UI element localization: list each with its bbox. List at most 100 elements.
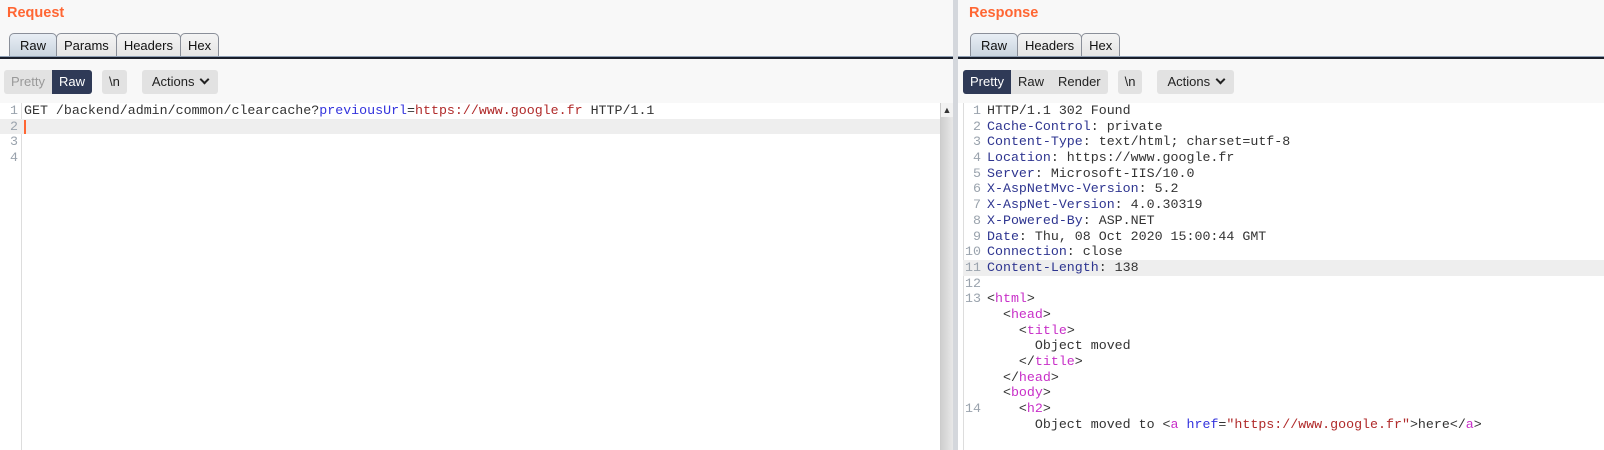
line-number: 1: [973, 103, 981, 118]
token-key: Connection: [987, 244, 1067, 260]
actions-button[interactable]: Actions: [141, 70, 219, 94]
line-gutter: [0, 103, 22, 450]
line-content: Object moved: [987, 338, 1131, 354]
line-content: HTTP/1.1 302 Found: [987, 103, 1131, 119]
line-content: <head>: [987, 307, 1051, 323]
line-content: Location: https://www.google.fr: [987, 150, 1234, 166]
response-title: Response: [969, 5, 1039, 21]
tab-headers[interactable]: Headers: [1017, 33, 1083, 57]
token-plain: =: [1218, 416, 1227, 432]
token-tag: head: [1018, 369, 1051, 385]
line-content: Connection: close: [987, 244, 1123, 260]
view-mode-render[interactable]: Render: [1057, 74, 1101, 89]
token-plain: =: [407, 103, 416, 118]
token-punct: <: [987, 291, 995, 307]
token-tag: title: [1026, 322, 1067, 338]
line-content: Date: Thu, 08 Oct 2020 15:00:44 GMT: [987, 229, 1266, 245]
scroll-up-arrow-icon[interactable]: ▲: [941, 103, 953, 117]
token-key: X-AspNet-Version: [987, 197, 1115, 213]
token-tag: body: [1010, 385, 1043, 401]
tab-hex[interactable]: Hex: [179, 33, 220, 57]
line-content: <body>: [987, 385, 1051, 401]
token-punct: <: [987, 306, 1011, 322]
token-key: X-Powered-By: [987, 212, 1083, 228]
code-line: <body>: [963, 385, 1604, 401]
tab-raw[interactable]: Raw: [970, 33, 1019, 57]
actions-button[interactable]: Actions: [1157, 70, 1235, 94]
scroll-thumb[interactable]: [941, 117, 953, 450]
token-punct: </: [987, 354, 1035, 369]
response-toolbar: Pretty Raw Render \n Actions: [963, 70, 1235, 94]
token-plain: [1179, 417, 1187, 432]
token-key: Location: [987, 150, 1051, 166]
text-caret: [24, 119, 26, 134]
view-mode-raw[interactable]: Raw: [1017, 74, 1044, 89]
token-key: Content-Type: [987, 134, 1083, 150]
token-plain: : 138: [1098, 259, 1139, 275]
token-punct: >: [1026, 291, 1035, 307]
view-mode-raw[interactable]: Raw: [51, 70, 92, 94]
tab-raw[interactable]: Raw: [9, 33, 58, 57]
token-plain: >: [1473, 416, 1482, 432]
token-punct: >: [1050, 369, 1059, 385]
request-toolbar: Pretty Raw \n Actions: [4, 70, 219, 94]
line-content: Content-Type: text/html; charset=utf-8: [987, 134, 1290, 150]
view-mode-pretty[interactable]: Pretty: [963, 70, 1011, 94]
tab-params[interactable]: Params: [56, 33, 117, 57]
newline-toggle-button[interactable]: \n: [1117, 70, 1143, 94]
token-key: Content-Length: [987, 259, 1099, 275]
token-punct: <: [987, 401, 1027, 417]
token-key: Date: [987, 228, 1019, 244]
actions-label: Actions: [151, 74, 195, 89]
token-key: Server: [987, 165, 1035, 181]
code-line: </title>: [963, 354, 1604, 370]
line-number: 14: [965, 401, 981, 417]
token-val: "https://www.google.fr": [1226, 416, 1410, 432]
token-punct: <: [987, 385, 1011, 401]
line-content: Content-Length: 138: [987, 260, 1139, 276]
token-tag: html: [994, 291, 1027, 307]
line-number: 2: [973, 118, 981, 134]
view-mode-pretty[interactable]: Pretty: [11, 74, 45, 89]
token-plain: : private: [1090, 118, 1163, 134]
request-scrollbar[interactable]: ▲: [940, 103, 953, 450]
tab-headers[interactable]: Headers: [115, 33, 181, 57]
line-content: X-Powered-By: ASP.NET: [987, 213, 1155, 229]
code-line: <head>: [963, 307, 1604, 323]
line-number: 2: [10, 118, 18, 134]
line-number: 6: [973, 181, 981, 197]
code-line: 3: [0, 134, 940, 150]
pane-splitter[interactable]: [953, 0, 958, 450]
token-plain: : ASP.NET: [1082, 212, 1155, 228]
newline-toggle-button[interactable]: \n: [101, 70, 127, 94]
line-number: 13: [965, 291, 981, 307]
line-content: Server: Microsoft-IIS/10.0: [987, 166, 1194, 182]
token-punct: >: [1042, 306, 1051, 322]
line-number: 7: [973, 197, 981, 213]
token-tag: title: [1034, 354, 1075, 369]
token-plain: Object moved to <: [987, 416, 1171, 432]
code-line: </head>: [963, 370, 1604, 386]
line-content: </title>: [987, 354, 1083, 370]
token-attr: previousUrl: [319, 103, 408, 118]
line-content: <h2>: [987, 401, 1051, 417]
chevron-down-icon: [200, 74, 210, 85]
line-number: 12: [965, 275, 981, 291]
tab-hex[interactable]: Hex: [1081, 33, 1121, 57]
token-plain: HTTP/1.1: [582, 103, 655, 118]
code-line: <title>: [963, 323, 1604, 339]
token-plain: HTTP/1.1 302 Found: [987, 103, 1131, 118]
token-punct: >: [1066, 322, 1075, 338]
code-line: 4: [0, 150, 940, 166]
